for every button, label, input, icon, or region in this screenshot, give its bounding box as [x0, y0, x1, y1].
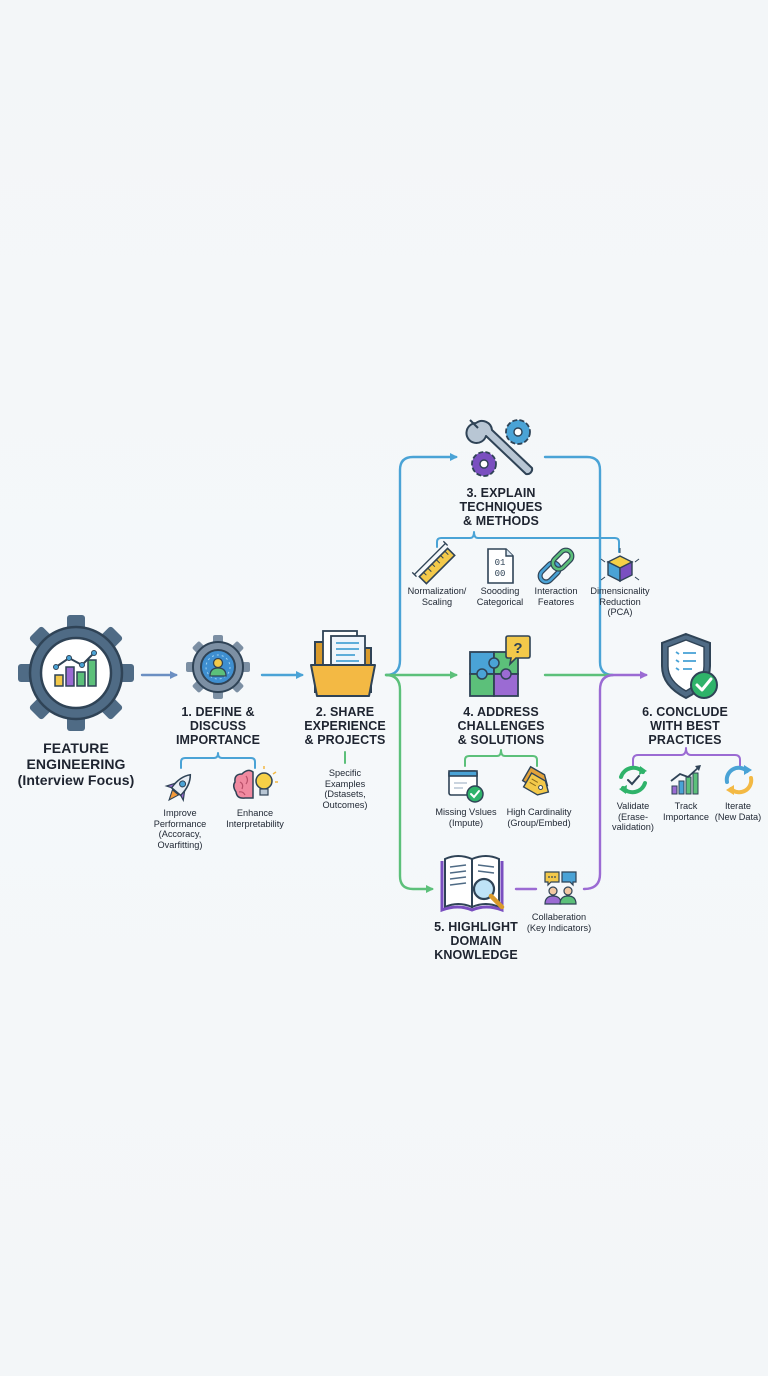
arrow-share-to-explain — [384, 453, 458, 677]
binary-file-icon: 01 00 — [487, 548, 514, 584]
explain-item-dimensionality: Dimensicnality Reduction (PCA) — [590, 586, 650, 618]
arrow-collab-to-conclude — [582, 671, 648, 891]
share-item-examples: Specific Examples (Dstasets, Outcomes) — [322, 768, 368, 810]
conclude-item-track: Track Importance — [663, 801, 709, 822]
svg-text:00: 00 — [495, 569, 506, 579]
svg-text:01: 01 — [495, 558, 506, 568]
brain-bulb-icon — [232, 766, 278, 799]
bracket-address — [464, 749, 538, 767]
bracket-conclude — [632, 747, 741, 767]
folder-documents-icon — [310, 630, 376, 697]
domain-item-collaboration: Collaberation (Key Indicators) — [526, 912, 592, 933]
window-check-icon — [448, 770, 484, 803]
address-item-missing-values: Missing Vslues (Impute) — [435, 807, 497, 828]
conclude-item-validate: Validate (Erase- validation) — [612, 801, 654, 833]
book-magnifier-icon — [440, 855, 505, 913]
svg-text:?: ? — [513, 640, 522, 657]
refresh-icon — [724, 765, 754, 795]
step-conclude-title: 6. CONCLUDE WITH BEST PRACTICES — [642, 705, 728, 747]
step-define-title: 1. DEFINE & DISCUSS IMPORTANCE — [175, 705, 261, 747]
root-title: FEATURE ENGINEERING (Interview Focus) — [17, 740, 135, 788]
gear-user-icon — [186, 635, 250, 699]
step-address-title: 4. ADDRESS CHALLENGES & SOLUTIONS — [457, 705, 545, 747]
arrow-share-to-domain — [384, 673, 434, 893]
explain-item-categorical: Soooding Categorical — [476, 586, 524, 607]
people-chat-icon — [544, 871, 577, 905]
define-item-performance: Improve Performance (Accoracy, Ovarfitti… — [153, 808, 207, 850]
define-item-interpretability: Enhance Interpretability — [226, 808, 284, 829]
rocket-icon — [164, 773, 192, 803]
tags-icon — [521, 765, 550, 796]
line-explain-to-conclude — [543, 455, 615, 677]
step-domain-title: 5. HIGHLIGHT DOMAIN KNOWLEDGE — [434, 920, 518, 962]
bracket-explain — [436, 531, 620, 553]
shield-check-icon — [661, 632, 718, 700]
cycle-check-icon — [619, 765, 647, 795]
cube-icon — [600, 548, 640, 583]
connectors — [140, 453, 741, 893]
gear-chart-icon — [18, 615, 134, 731]
chain-link-icon — [537, 547, 575, 585]
conclude-item-iterate: Iterate (New Data) — [714, 801, 762, 822]
explain-item-normalization: Normalization/ Scaling — [407, 586, 467, 607]
bar-trend-icon — [670, 765, 701, 795]
ruler-icon — [411, 540, 456, 585]
step-explain-title: 3. EXPLAIN TECHNIQUES & METHODS — [459, 486, 543, 528]
puzzle-question-icon: ? — [469, 635, 531, 697]
bracket-define — [180, 752, 256, 769]
wrench-gears-icon — [465, 419, 534, 477]
address-item-cardinality: High Cardinality (Group/Embed) — [506, 807, 572, 828]
explain-item-interaction: Interaction Featores — [534, 586, 578, 607]
step-share-title: 2. SHARE EXPERIENCE & PROJECTS — [304, 705, 386, 747]
